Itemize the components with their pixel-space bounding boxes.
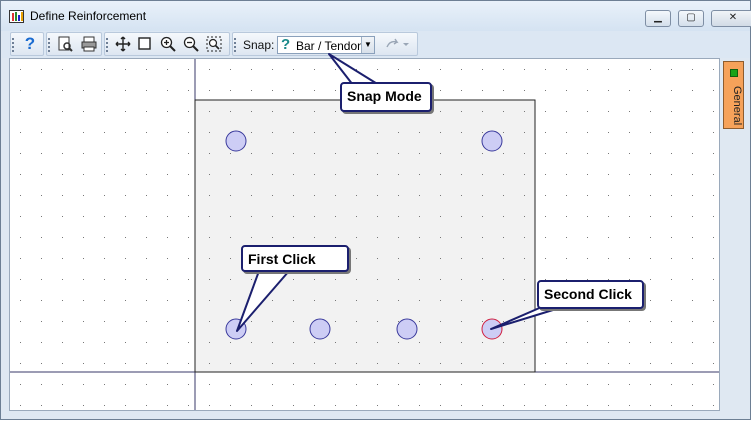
maximize-button[interactable]: ▢ <box>678 10 704 27</box>
snap-toolbar-group: Snap: ? Bar / Tendon ▼ <box>232 32 418 56</box>
toolbar-grip[interactable] <box>12 38 16 52</box>
toolbar-grip[interactable] <box>48 38 52 52</box>
general-tab[interactable]: General <box>723 61 744 129</box>
drawing-canvas[interactable] <box>9 58 720 411</box>
printer-icon[interactable] <box>79 35 99 53</box>
snap-mode-dropdown[interactable]: ? Bar / Tendon ▼ <box>277 36 375 54</box>
rebar-circle[interactable] <box>225 318 247 340</box>
zoom-out-icon[interactable] <box>181 35 201 53</box>
select-rectangle-icon[interactable] <box>135 35 155 53</box>
zoom-extents-icon[interactable] <box>204 35 224 53</box>
first-click-callout: First Click <box>241 245 349 272</box>
zoom-in-icon[interactable] <box>158 35 178 53</box>
close-button[interactable]: ✕ <box>711 10 751 27</box>
rebar-circle[interactable] <box>309 318 331 340</box>
redo-icon[interactable] <box>383 35 411 53</box>
rebar-circle[interactable] <box>396 318 418 340</box>
window-title: Define Reinforcement <box>30 9 147 23</box>
chevron-down-icon[interactable]: ▼ <box>361 37 374 53</box>
rebar-circle-highlighted[interactable] <box>481 318 503 340</box>
view-toolbar-group <box>104 32 230 56</box>
toolbar-grip[interactable] <box>234 38 238 52</box>
general-tab-label: General <box>731 86 743 126</box>
green-square-icon <box>730 69 738 77</box>
rebar-circle[interactable] <box>481 130 503 152</box>
snap-mode-value: Bar / Tendon <box>296 39 362 53</box>
toolbar: ? <box>2 31 750 58</box>
second-click-callout: Second Click <box>537 280 644 309</box>
app-chart-icon <box>9 10 24 23</box>
print-toolbar-group <box>46 32 102 56</box>
print-preview-icon[interactable] <box>55 35 75 53</box>
title-bar[interactable]: Define Reinforcement ▁ ▢ ✕ <box>1 1 751 31</box>
toolbar-grip[interactable] <box>106 38 110 52</box>
help-question-icon[interactable]: ? <box>24 34 36 53</box>
help-toolbar-group: ? <box>10 32 44 56</box>
snap-label: Snap: <box>243 38 275 52</box>
snap-mode-callout: Snap Mode <box>340 82 432 112</box>
pan-move-icon[interactable] <box>113 35 133 53</box>
snap-question-icon: ? <box>281 36 291 53</box>
minimize-button[interactable]: ▁ <box>645 10 671 27</box>
rebar-circle[interactable] <box>225 130 247 152</box>
